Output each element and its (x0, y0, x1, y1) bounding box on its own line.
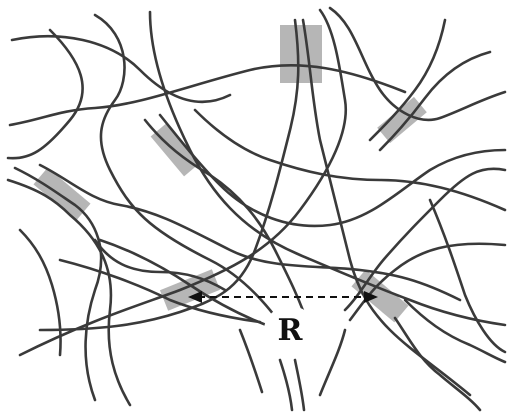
polymer-chain (8, 180, 130, 405)
polymer-chain (405, 300, 505, 362)
polymer-chain (195, 110, 505, 210)
crosslink-junction-top (280, 25, 322, 83)
polymer-chain (240, 330, 262, 392)
distance-label-group: R (264, 306, 316, 354)
polymer-chain (40, 165, 460, 300)
polymer-chain (320, 330, 345, 395)
polymer-chain (20, 230, 61, 355)
polymer-chain (160, 115, 505, 226)
polymer-chain (8, 30, 83, 158)
polymer-chain (280, 360, 292, 410)
distance-label: R (278, 313, 304, 348)
polymer-chain (395, 318, 480, 410)
polymer-chain (295, 360, 304, 410)
